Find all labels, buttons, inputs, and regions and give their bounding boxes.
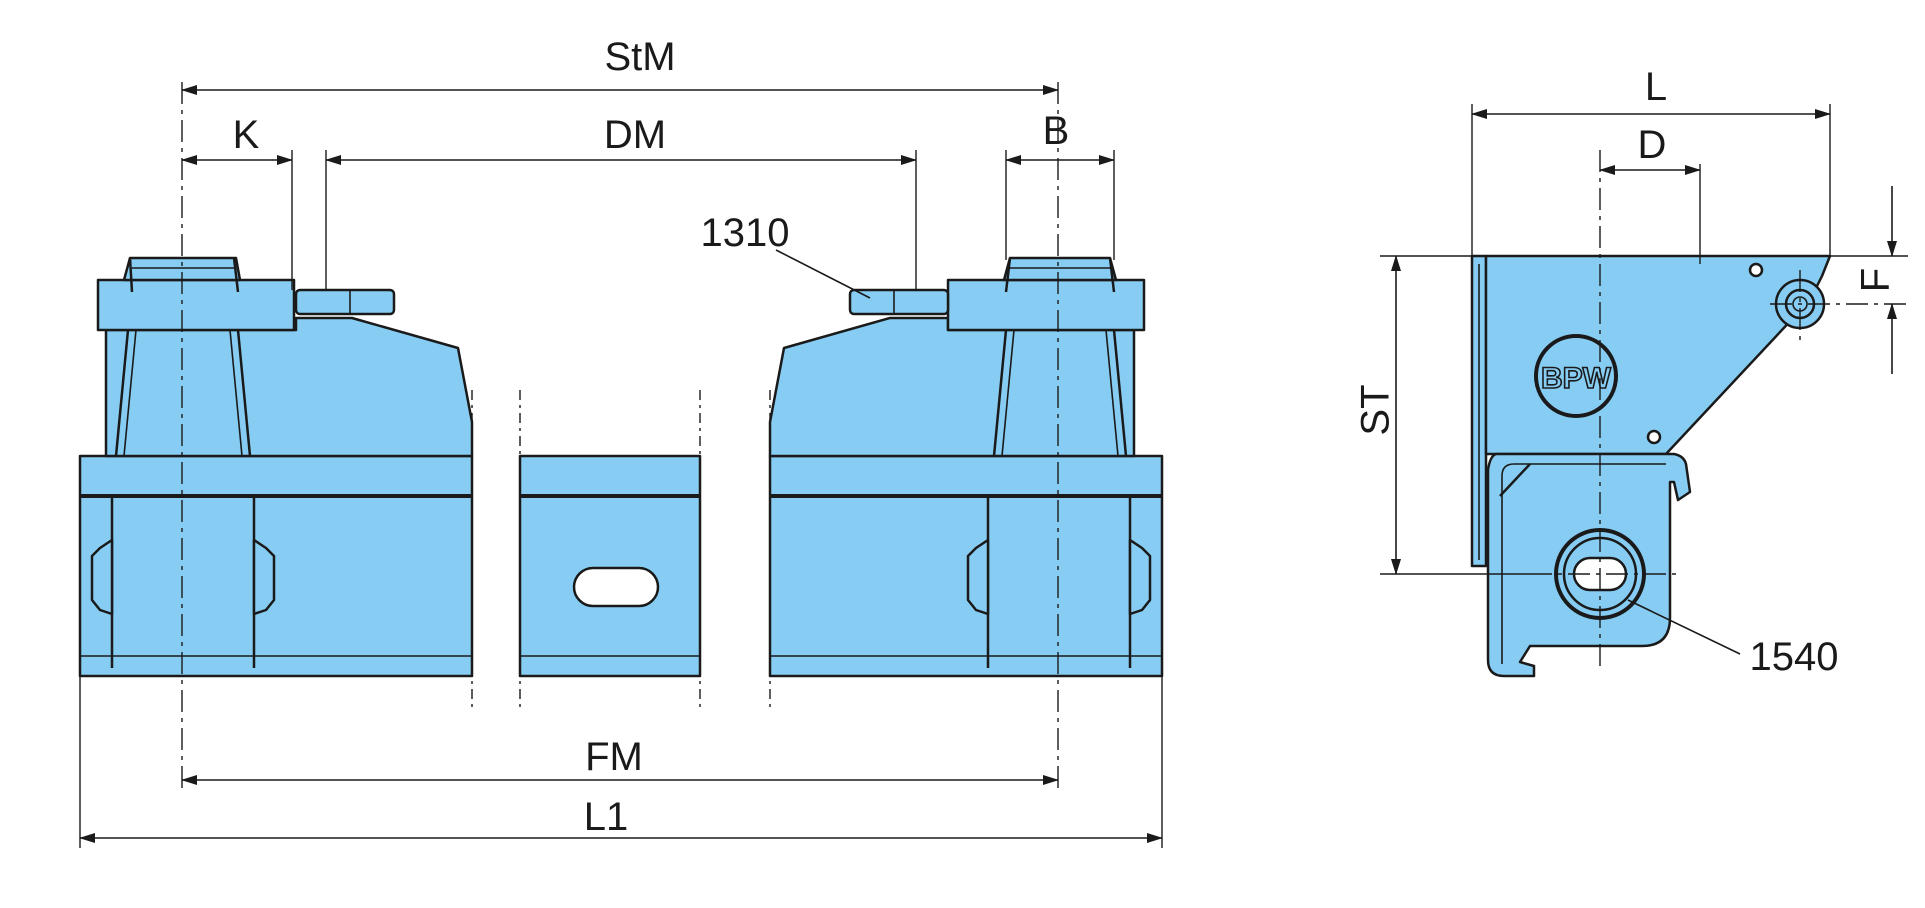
dim-label-fm: FM xyxy=(585,735,643,779)
callout-leader-1310 xyxy=(775,249,871,299)
dim-label-l: L xyxy=(1645,65,1667,109)
dim-label-dm: DM xyxy=(604,113,666,157)
right-strut xyxy=(1112,329,1128,457)
brand-logo-ring xyxy=(1534,334,1618,418)
right-strut-inner xyxy=(1001,329,1015,457)
side-bracket-plate xyxy=(1484,254,1832,456)
right-strut-inner xyxy=(1105,329,1119,457)
side-view: BPW L D F ST xyxy=(1354,65,1908,679)
brand-logo: BPW xyxy=(1534,334,1618,418)
beam-left-section xyxy=(78,454,474,678)
left-strut-inner xyxy=(229,329,243,457)
left-cap-leg xyxy=(232,257,240,293)
left-cap-leg xyxy=(128,257,134,293)
left-stiffener-clip xyxy=(90,538,114,616)
left-strut xyxy=(236,329,252,457)
right-cap-leg xyxy=(1108,257,1116,293)
front-view: StM K DM B 1310 FM L1 xyxy=(78,35,1164,848)
callout-label-1310: 1310 xyxy=(701,211,790,255)
right-bracket-cap xyxy=(1002,256,1118,282)
callout-label-1540: 1540 xyxy=(1750,635,1839,679)
left-strut-inner xyxy=(123,329,137,457)
right-bracket-body xyxy=(768,316,1136,458)
left-stiffener-clip xyxy=(252,538,276,616)
side-channel-inner-wall xyxy=(1501,463,1666,664)
right-cap-leg xyxy=(1004,257,1012,293)
left-bracket-body xyxy=(104,316,474,458)
left-adjuster-pin xyxy=(294,288,396,316)
left-bracket-top-plate xyxy=(96,278,296,332)
dim-label-stm: StM xyxy=(604,35,675,79)
beam xyxy=(78,454,1164,678)
dim-label-d: D xyxy=(1638,123,1667,167)
dim-label-l1: L1 xyxy=(584,795,629,839)
beam-slot-hole xyxy=(572,566,660,608)
dim-label-st: ST xyxy=(1354,384,1398,435)
right-hanger-bracket xyxy=(768,256,1152,668)
side-channel-flange xyxy=(1499,463,1531,497)
right-bracket-top-plate xyxy=(946,278,1146,332)
right-adjuster-pin xyxy=(848,288,950,316)
dim-label-b: B xyxy=(1043,109,1070,153)
left-bracket-cap xyxy=(122,256,242,282)
brand-logo-text: BPW xyxy=(1541,362,1612,395)
beam-right-section xyxy=(768,454,1164,678)
side-small-hole xyxy=(1646,429,1662,445)
right-stiffener-clip xyxy=(1128,538,1152,616)
beam-middle-section xyxy=(518,454,702,678)
left-hanger-bracket xyxy=(90,256,474,668)
dim-label-f: F xyxy=(1854,268,1898,292)
side-small-hole xyxy=(1748,262,1764,278)
right-stiffener-clip xyxy=(966,538,990,616)
callout-leader-1540 xyxy=(1627,599,1741,655)
right-strut xyxy=(992,329,1008,457)
left-strut xyxy=(114,329,130,457)
dim-label-k: K xyxy=(233,113,260,157)
